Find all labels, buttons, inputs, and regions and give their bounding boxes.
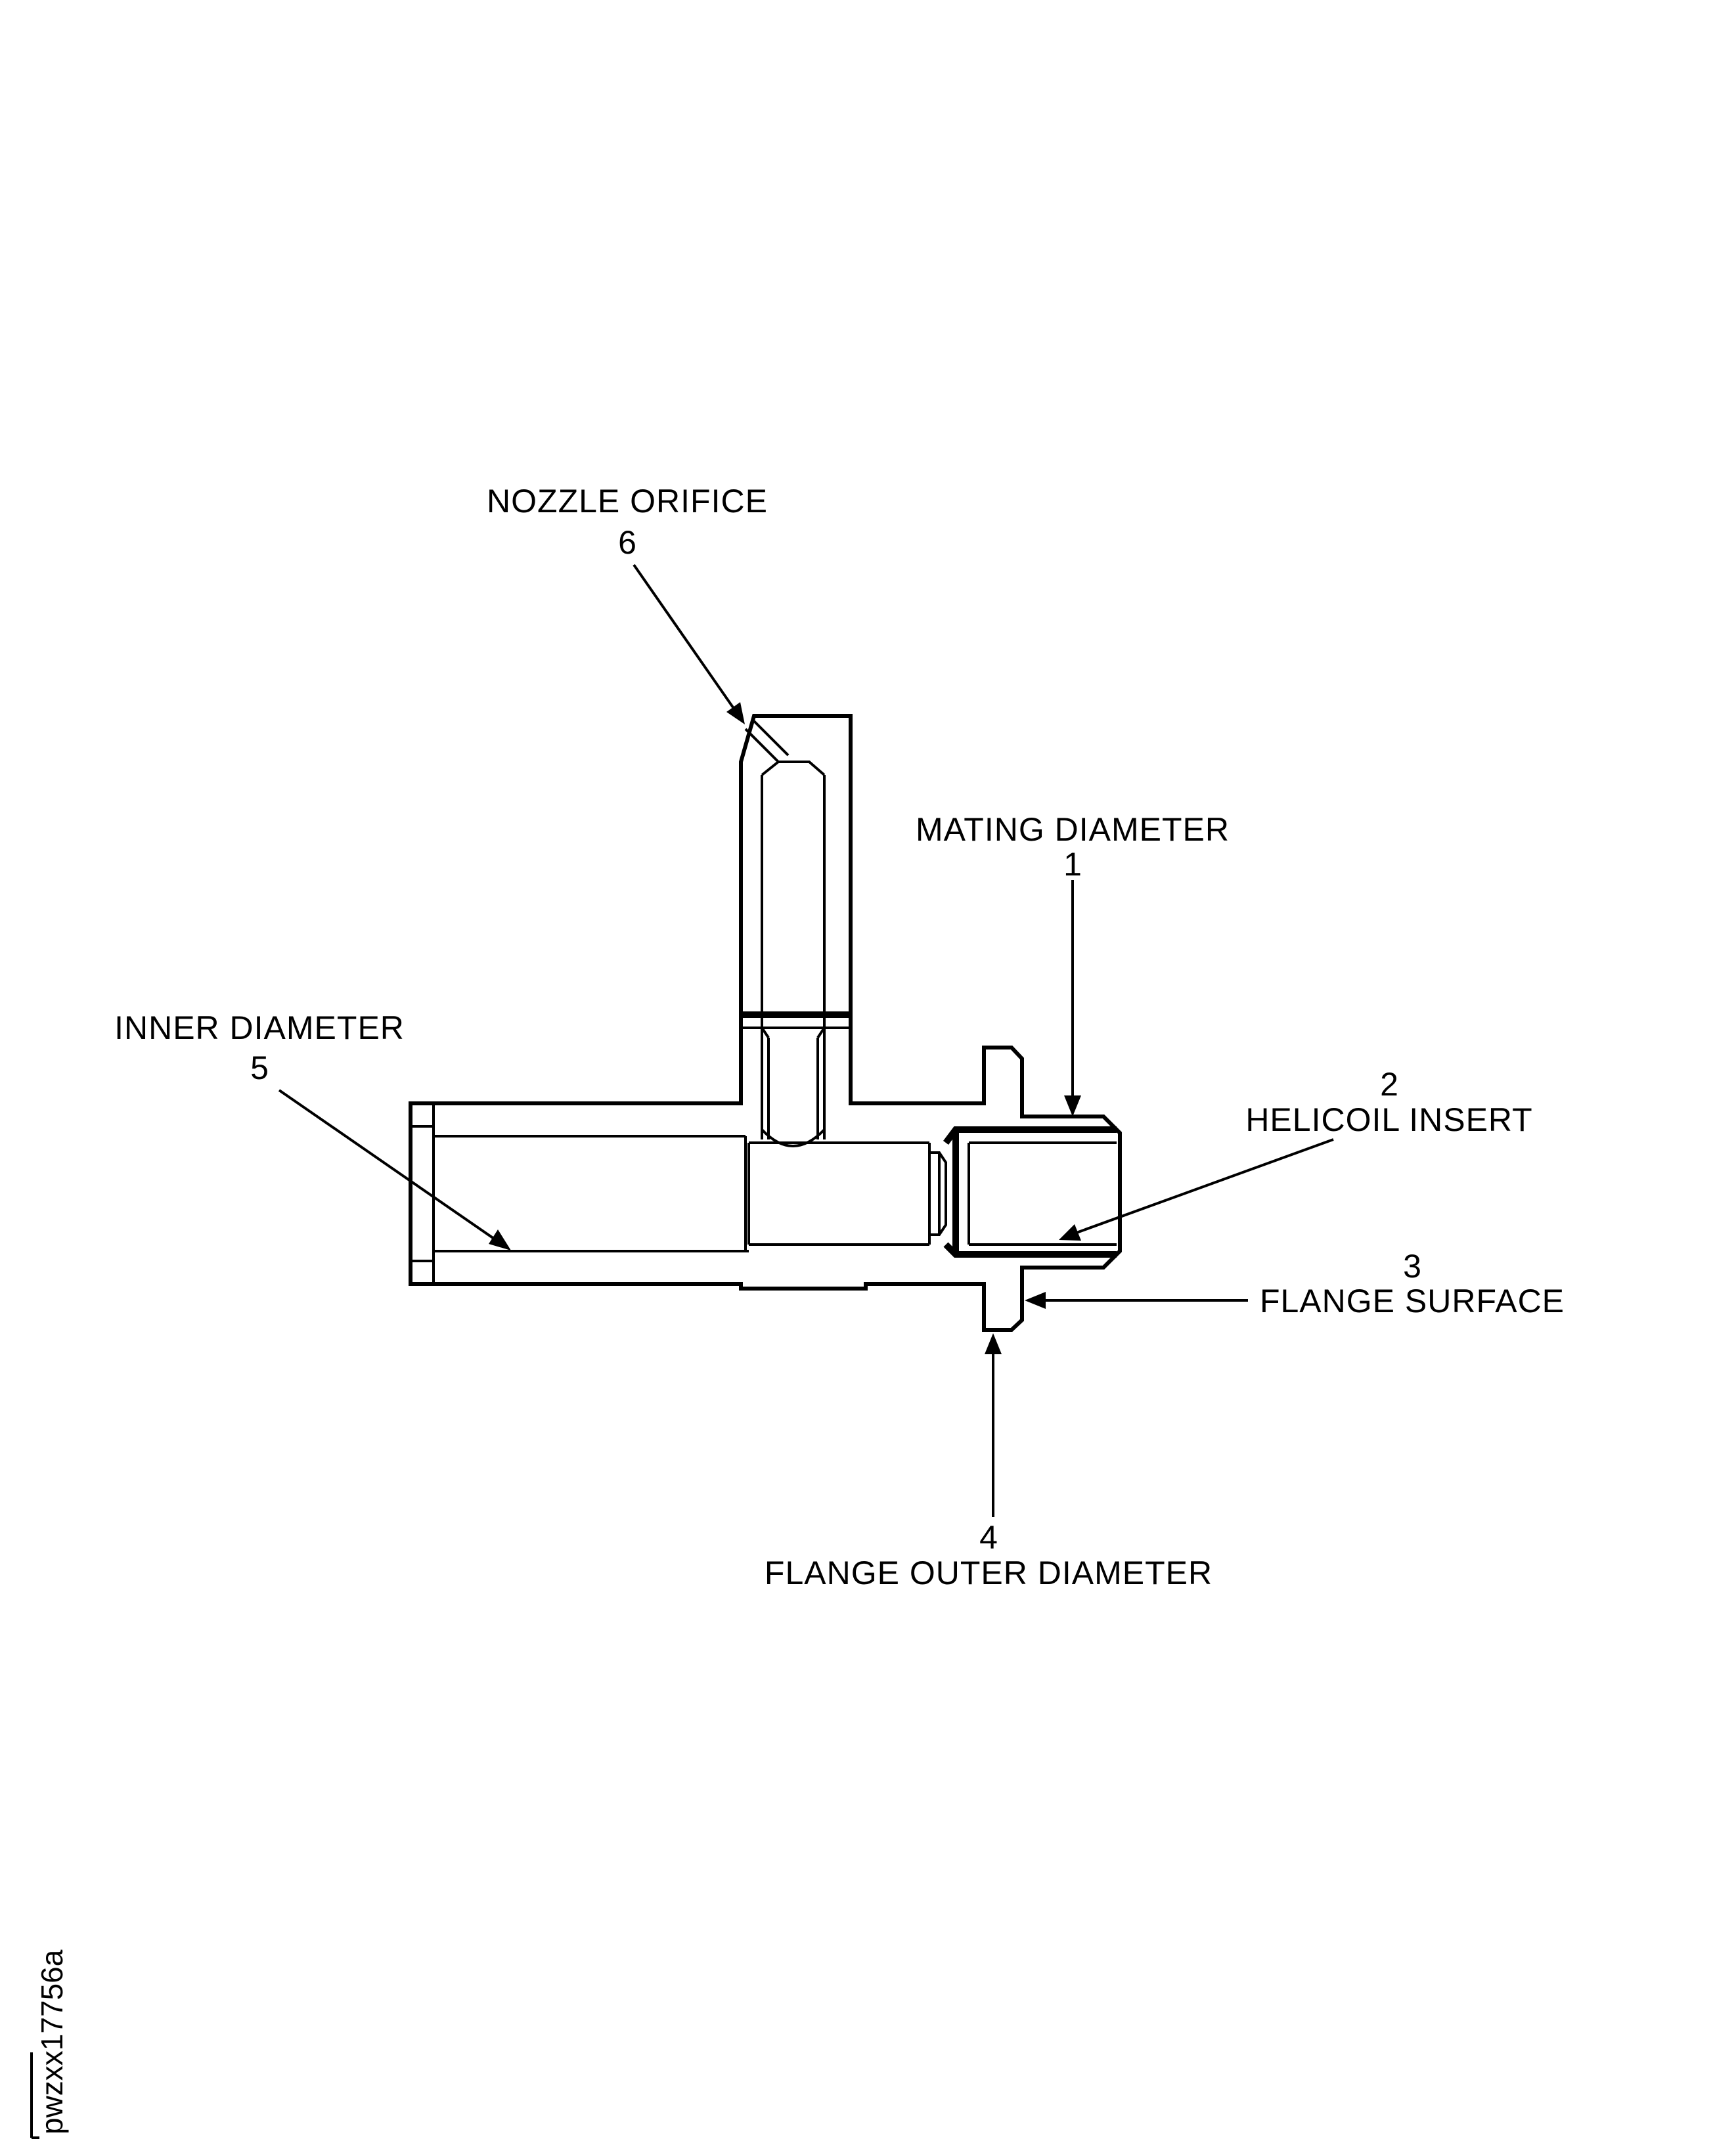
callout-6-label: NOZZLE ORIFICE	[487, 483, 768, 519]
arrow-6	[726, 702, 745, 724]
nozzle-step-left	[761, 1027, 770, 1039]
arrow-3	[1025, 1292, 1046, 1309]
callout-1-number: 1	[1063, 846, 1082, 883]
leader-5	[278, 1089, 504, 1246]
nozzle-step-right	[816, 1027, 826, 1039]
callout-1-label: MATING DIAMETER	[916, 811, 1230, 848]
orifice-line-1	[744, 728, 780, 763]
callout-3-label: FLANGE SURFACE	[1260, 1283, 1565, 1319]
callout-6-number: 6	[618, 524, 636, 561]
callout-labels: NOZZLE ORIFICE 6 MATING DIAMETER 1 INNER…	[114, 483, 1565, 1591]
leader-6	[633, 563, 740, 717]
part-outline	[409, 714, 1122, 1332]
thread-relief	[929, 1151, 947, 1236]
orifice-line-2	[753, 720, 790, 757]
callout-2-number: 2	[1380, 1066, 1398, 1103]
callout-2-label: HELICOIL INSERT	[1245, 1101, 1532, 1138]
arrow-2	[1059, 1224, 1081, 1241]
helicoil-insert	[943, 1126, 1117, 1258]
arrow-1	[1064, 1095, 1081, 1116]
callout-3-number: 3	[1403, 1248, 1421, 1285]
arrow-5	[489, 1229, 511, 1250]
leader-2	[1067, 1138, 1334, 1237]
callout-4-label: FLANGE OUTER DIAMETER	[765, 1555, 1213, 1591]
figure-id-group: pwzxx17756a	[30, 1949, 69, 2139]
arrow-4	[985, 1333, 1002, 1354]
body-outer-outline	[409, 714, 1122, 1332]
callout-5-label: INNER DIAMETER	[114, 1009, 405, 1046]
figure-id: pwzxx17756a	[35, 1949, 69, 2134]
callout-5-number: 5	[250, 1049, 269, 1086]
nozzle-passage-tip	[761, 761, 826, 776]
callout-4-number: 4	[979, 1519, 998, 1556]
leaders	[278, 563, 1334, 1517]
